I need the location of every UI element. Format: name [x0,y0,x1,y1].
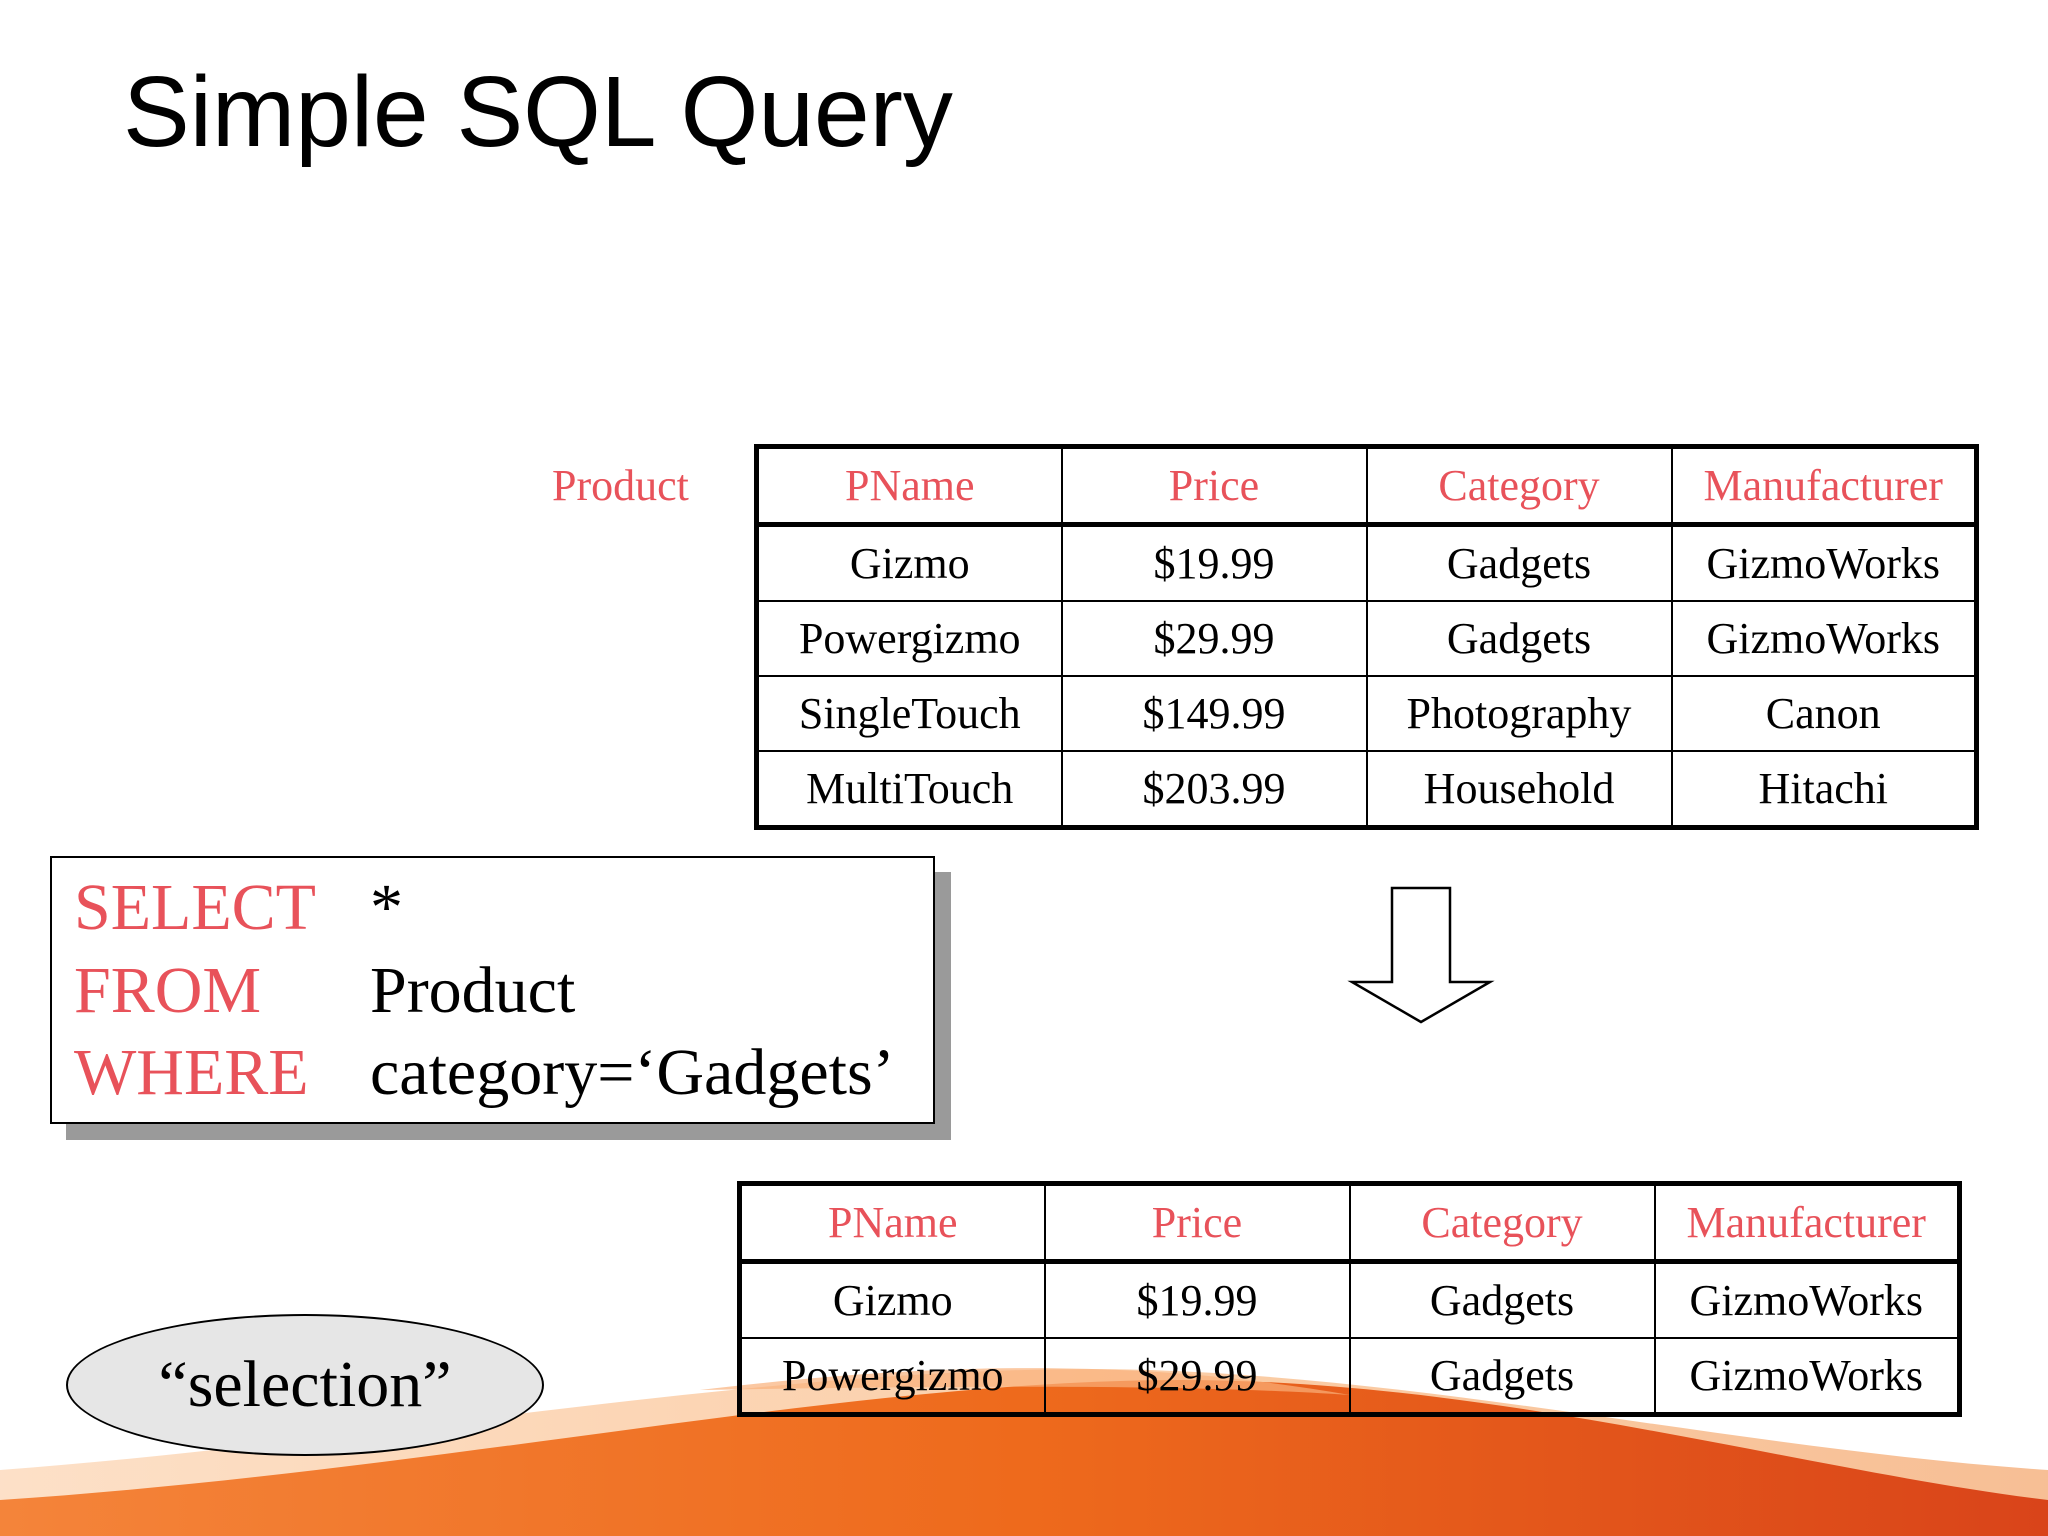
table-cell: Gadgets [1365,523,1673,602]
table-cell: MultiTouch [755,750,1063,829]
table-cell: GizmoWorks [1670,600,1978,677]
table-cell: GizmoWorks [1670,523,1978,602]
table-cell: Canon [1670,675,1978,752]
table-row: Gizmo $19.99 Gadgets GizmoWorks [755,523,1978,602]
table-cell: Powergizmo [738,1337,1046,1416]
table-cell: $149.99 [1060,675,1368,752]
sql-argument: * [370,871,403,944]
table-row: SingleTouch $149.99 Photography Canon [755,675,1978,752]
column-header-pname: PName [738,1182,1046,1264]
table-row: Powergizmo $29.99 Gadgets GizmoWorks [755,600,1978,677]
table-row: Powergizmo $29.99 Gadgets GizmoWorks [738,1337,1961,1416]
table-cell: Gizmo [755,523,1063,602]
table-cell: Photography [1365,675,1673,752]
table-cell: Gadgets [1348,1260,1656,1339]
input-table: PName Price Category Manufacturer Gizmo … [754,444,1979,830]
column-header-manufacturer: Manufacturer [1670,445,1978,527]
table-cell: SingleTouch [755,675,1063,752]
sql-argument: Product [370,954,576,1027]
table-row: Gizmo $19.99 Gadgets GizmoWorks [738,1260,1961,1339]
sql-keyword: WHERE [74,1036,309,1109]
sql-keyword: SELECT [74,871,316,944]
sql-keyword: FROM [74,954,262,1027]
sql-argument: category=‘Gadgets’ [370,1036,895,1109]
column-header-category: Category [1348,1182,1656,1264]
table-cell: GizmoWorks [1653,1260,1961,1339]
output-table: PName Price Category Manufacturer Gizmo … [737,1181,1962,1417]
table-cell: GizmoWorks [1653,1337,1961,1416]
column-header-pname: PName [755,445,1063,527]
table-cell: Gizmo [738,1260,1046,1339]
slide-title: Simple SQL Query [123,56,953,168]
table-cell: Powergizmo [755,600,1063,677]
table-cell: $19.99 [1043,1260,1351,1339]
table-cell: Gadgets [1365,600,1673,677]
down-arrow-icon [1347,886,1495,1024]
operation-label: “selection” [158,1348,452,1421]
column-header-price: Price [1043,1182,1351,1264]
table-cell: Hitachi [1670,750,1978,829]
table-cell: $29.99 [1043,1337,1351,1416]
selection-label-ellipse: “selection” [66,1314,544,1456]
column-header-manufacturer: Manufacturer [1653,1182,1961,1264]
table-cell: $203.99 [1060,750,1368,829]
relation-name-label: Product [552,461,689,510]
table-header-row: PName Price Category Manufacturer [755,445,1978,527]
table-cell: $19.99 [1060,523,1368,602]
table-cell: Gadgets [1348,1337,1656,1416]
sql-query-box: SELECT * FROM Product WHERE category=‘Ga… [50,856,935,1124]
column-header-category: Category [1365,445,1673,527]
table-header-row: PName Price Category Manufacturer [738,1182,1961,1264]
column-header-price: Price [1060,445,1368,527]
table-cell: Household [1365,750,1673,829]
table-row: MultiTouch $203.99 Household Hitachi [755,750,1978,829]
table-cell: $29.99 [1060,600,1368,677]
